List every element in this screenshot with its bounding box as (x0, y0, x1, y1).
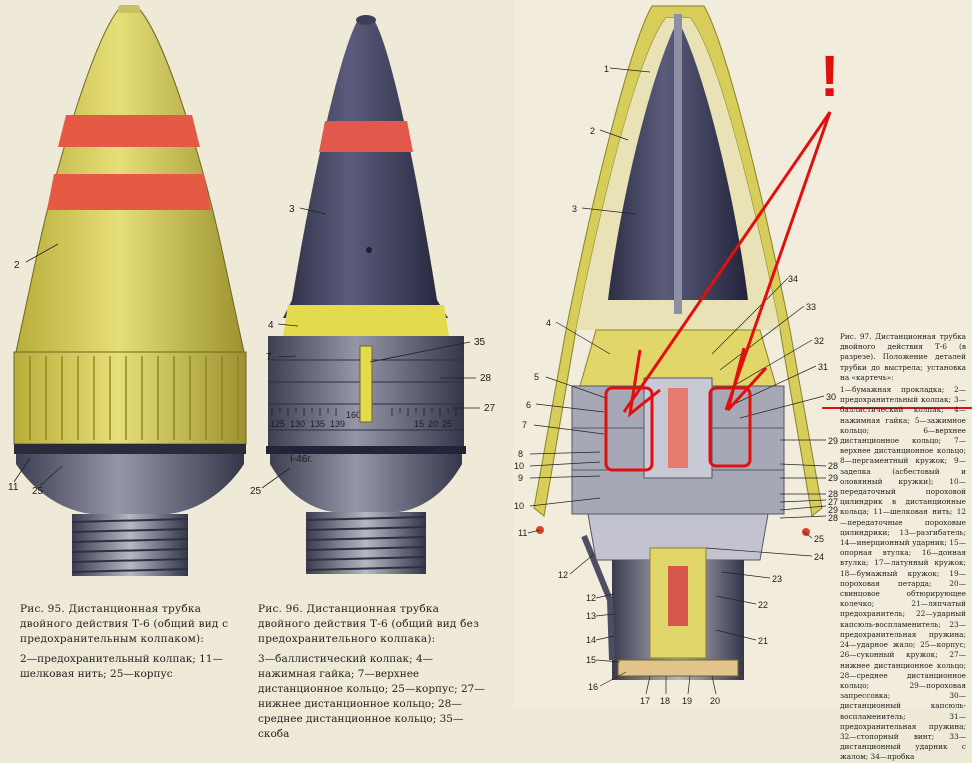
fig97-label-15: 15 (586, 655, 596, 665)
fig97-label-12b: 12 (586, 593, 596, 603)
fig96-label-7: 7 (266, 352, 272, 363)
fig96-fuze-without-cap: 125 130 135 139 160 15 20 25 I-46г. 3 4 … (250, 15, 496, 574)
fig97-label-12a: 12 (558, 570, 568, 580)
scale-ticks (271, 408, 457, 416)
fig96-scale-130: 130 (290, 419, 305, 429)
fig97-caption: Рис. 97. Дистанционная трубка двойного д… (840, 332, 966, 763)
arrow-right (724, 111, 832, 411)
central-rod (674, 14, 682, 314)
fig96-scale-15: 15 (414, 419, 424, 429)
fig96-label-27: 27 (484, 403, 496, 414)
arrow-left (622, 111, 832, 413)
fig96-label-3: 3 (289, 204, 295, 215)
fig97-label-6: 6 (526, 400, 531, 410)
fig97-label-29b: 29 (828, 473, 838, 483)
fig96-scale-135: 135 (310, 419, 325, 429)
fig96-caption-desc: 3—баллистический колпак; 4—нажимная гайк… (258, 653, 485, 740)
fig97-label-28a: 28 (828, 461, 838, 471)
fig97-label-3: 3 (572, 204, 577, 214)
fig96-scale-25: 25 (442, 419, 452, 429)
fig95-caption-desc: 2—предохранительный колпак; 11—шелковая … (20, 653, 224, 680)
fig96-caption-title: Рис. 96. Дистанционная трубка двойного д… (258, 603, 479, 645)
fig97-label-20: 20 (710, 696, 720, 706)
fig97-label-14: 14 (586, 635, 596, 645)
fig97-label-8: 8 (518, 449, 523, 459)
fig96-scale-20: 20 (428, 419, 438, 429)
fig97-leaders-left (527, 67, 651, 687)
fig96-leaders (261, 207, 480, 489)
fig97-label-5: 5 (534, 372, 539, 382)
fig95-caption: Рис. 95. Дистанционная трубка двойного д… (20, 602, 250, 682)
fig97-label-28c: 28 (828, 513, 838, 523)
fig97-label-29a: 29 (828, 436, 838, 446)
fig96-label-35: 35 (474, 337, 486, 348)
fig97-label-29c: 29 (828, 505, 838, 515)
fig97-label-21: 21 (758, 636, 768, 646)
fig97-label-1: 1 (604, 64, 609, 74)
fig97-label-28b: 28 (828, 489, 838, 499)
fig97-label-7: 7 (522, 420, 527, 430)
fig97-label-10a: 10 (514, 461, 524, 471)
fig96-stamp: I-46г. (290, 454, 312, 465)
fig97-label-17: 17 (640, 696, 650, 706)
highlight-box-right (708, 386, 752, 468)
fig95-label-25: 25 (32, 486, 44, 497)
thread (305, 516, 427, 571)
fig97-leaders-right (645, 277, 827, 695)
arrowhead-right (726, 347, 768, 412)
diagram-page: 2 11 25 125 130 135 139 160 15 20 25 (8, 0, 972, 762)
fig97-label-11: 11 (518, 528, 527, 538)
fig95-label-11: 11 (8, 482, 19, 493)
arrowhead-left (627, 349, 661, 418)
thread (71, 518, 189, 573)
fig96-label-28: 28 (480, 373, 492, 384)
fig96-caption: Рис. 96. Дистанционная трубка двойного д… (258, 602, 490, 742)
fig97-caption-title: Рис. 97. Дистанционная трубка двойного д… (840, 332, 966, 382)
knurling (29, 356, 239, 440)
fig97-caption-desc: 1—бумажная прокладка; 2—предохранительны… (840, 385, 966, 762)
fig97-label-13: 13 (586, 611, 596, 621)
fig96-label-4: 4 (268, 320, 274, 331)
red-annotation (604, 111, 972, 472)
percussion-cap (668, 388, 688, 468)
fig96-scale-160: 160 (346, 410, 361, 420)
fuze-illustrations: 2 11 25 125 130 135 139 160 15 20 25 (8, 0, 972, 708)
fig97-label-16: 16 (588, 682, 598, 692)
fig95-fuze-with-cap: 2 11 25 (8, 5, 247, 576)
fig97-label-4: 4 (546, 318, 551, 328)
fig97-label-27: 27 (828, 497, 838, 507)
fig97-label-19: 19 (682, 696, 692, 706)
fig97-label-2: 2 (590, 126, 595, 136)
highlight-box-left (604, 386, 654, 472)
fig96-scale-139: 139 (330, 419, 345, 429)
fig97-label-32: 32 (814, 336, 824, 346)
exclamation-mark: ! (820, 44, 839, 109)
fig97-cross-section: 1 2 3 4 5 6 7 8 10 9 10 11 12 12 13 14 1… (514, 0, 972, 708)
fig97-label-9: 9 (518, 473, 523, 483)
fig96-scale-125: 125 (270, 419, 285, 429)
fig97-label-23: 23 (772, 574, 782, 584)
fig97-label-34: 34 (788, 274, 798, 284)
fig97-label-31: 31 (818, 362, 828, 372)
fig96-bracket (359, 345, 373, 423)
fig97-label-22: 22 (758, 600, 768, 610)
fig95-caption-title: Рис. 95. Дистанционная трубка двойного д… (20, 603, 229, 645)
fig97-label-10b: 10 (514, 501, 524, 511)
fig97-label-24: 24 (814, 552, 824, 562)
fig95-label-2: 2 (14, 260, 20, 271)
fig97-label-30: 30 (826, 392, 836, 402)
fig97-label-25: 25 (814, 534, 824, 544)
fig97-label-18: 18 (660, 696, 670, 706)
fig96-label-25: 25 (250, 486, 262, 497)
fig97-label-33: 33 (806, 302, 816, 312)
